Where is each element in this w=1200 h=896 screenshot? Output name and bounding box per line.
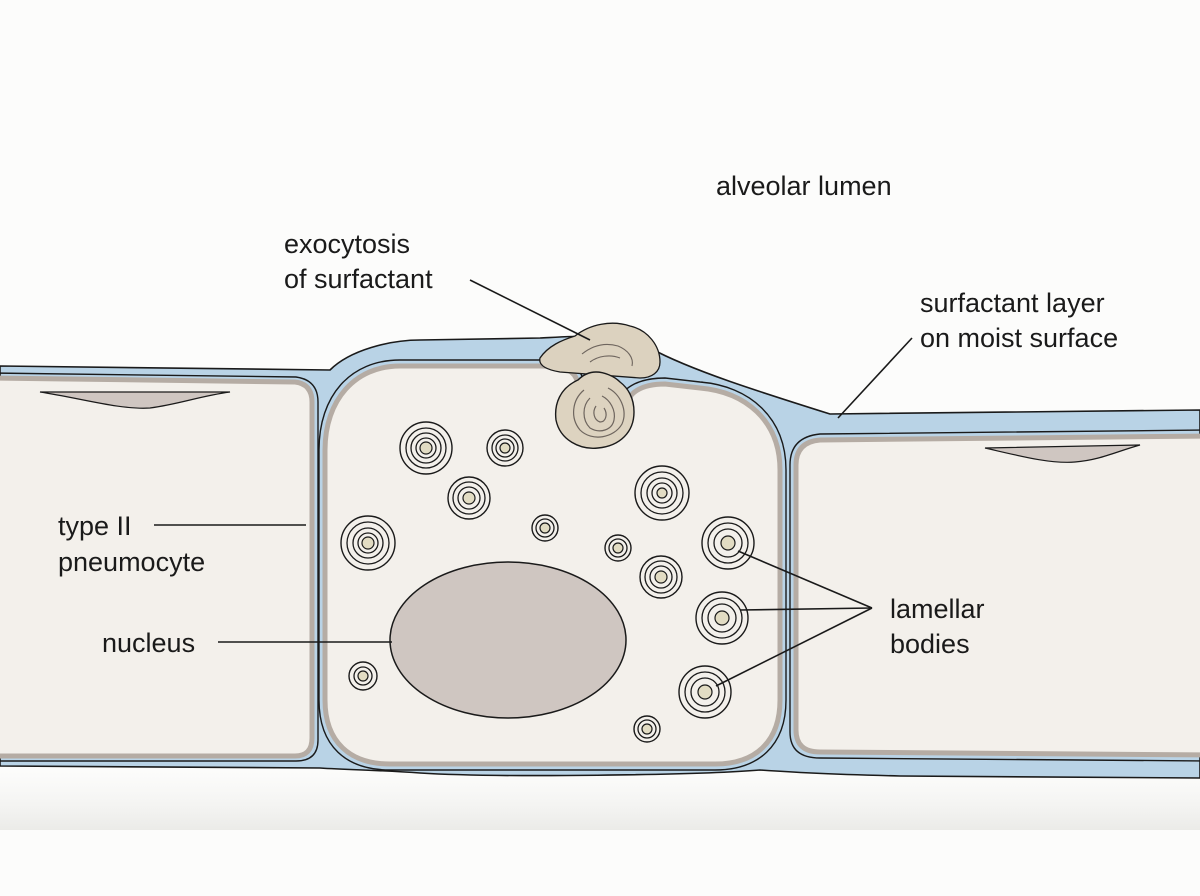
label-surfactant-layer-line1: surfactant layer — [920, 288, 1105, 318]
secreted-surfactant-blob — [539, 322, 661, 379]
leader-surfactant-layer — [837, 337, 913, 419]
label-type-ii-line2: pneumocyte — [58, 547, 205, 577]
lamellar-body — [531, 514, 559, 542]
fusing-lamella-ring-3 — [593, 405, 607, 423]
lamellar-body — [486, 429, 524, 467]
lamellar-bodies — [340, 421, 755, 743]
lamellar-body — [348, 661, 378, 691]
label-lamellar-line1: lamellar — [890, 594, 985, 624]
lamellar-body — [633, 715, 661, 743]
label-type-ii-line1: type II — [58, 511, 132, 541]
fusing-lamella-ring-2 — [583, 395, 615, 432]
secretion-swirl-1 — [581, 343, 633, 367]
lamellar-body — [634, 465, 690, 521]
left-epithelial-cell-outline — [0, 372, 319, 762]
nucleus — [389, 561, 627, 719]
leader-exocytosis — [469, 279, 591, 341]
secretion-swirl-2 — [589, 355, 621, 363]
lamellar-body — [447, 476, 491, 520]
lamellar-body — [604, 534, 632, 562]
right-epithelial-cell-outline — [789, 429, 1200, 762]
tissue-shadow — [0, 770, 1200, 830]
label-alveolar-lumen: alveolar lumen — [716, 171, 892, 201]
lamellar-body — [639, 555, 683, 599]
lamellar-body — [340, 515, 396, 571]
fusing-lamellar-body — [554, 371, 635, 449]
right-cell-flattened-nucleus — [984, 444, 1141, 463]
lamellar-body — [695, 591, 749, 645]
leader-lamellar-1 — [737, 550, 873, 609]
label-lamellar-line2: bodies — [890, 629, 970, 659]
label-exocytosis-line1: exocytosis — [284, 229, 410, 259]
lamellar-body — [399, 421, 453, 475]
lamellar-body — [701, 516, 755, 570]
leader-lamellar-3 — [715, 607, 873, 687]
right-epithelial-cell — [793, 433, 1200, 758]
fusing-lamella-ring-1 — [573, 387, 625, 438]
left-epithelial-cell — [0, 375, 315, 759]
label-exocytosis-line2: of surfactant — [284, 264, 433, 294]
label-surfactant-layer-line2: on moist surface — [920, 323, 1118, 353]
lamellar-body — [678, 665, 732, 719]
label-nucleus: nucleus — [102, 628, 195, 658]
left-cell-flattened-nucleus — [39, 391, 231, 409]
leader-lamellar-2 — [739, 607, 873, 611]
